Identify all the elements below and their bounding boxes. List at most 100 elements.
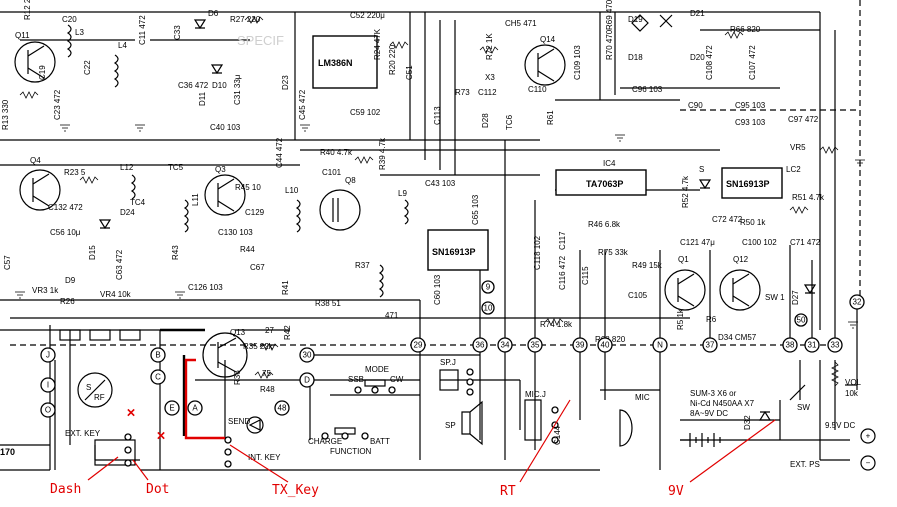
label-x3: X3 [485,73,495,82]
label-c72: C72 472 [712,215,743,224]
left-number-label: 170 [0,447,15,457]
label-l75: 75 [262,369,271,378]
label-l4: L4 [118,41,127,50]
label-c60: C60 103 [433,274,442,305]
q11-label: Q11 [15,31,30,40]
meter-rf-label: RF [94,393,105,402]
label-c22: C22 [83,60,92,75]
cross-mark-lower: × [157,428,166,445]
label-c93: C93 103 [735,118,766,127]
label-r43: R43 [171,245,180,260]
label-c19: C19 [38,65,47,80]
label-r69: R69 470 [605,0,614,30]
label-r26: R26 [60,297,75,306]
sp-jack-label: SP.J [440,358,456,367]
sp-label: SP [445,421,456,430]
label-d28: D28 [481,113,490,128]
ext-ps-label: EXT. PS [790,460,820,469]
label-c126: C126 103 [188,283,223,292]
label-r13: R13 330 [1,99,10,130]
annotations: × × Dash Dot TX_Key RT 9V [50,358,776,499]
label-c43: C43 103 [425,179,456,188]
plus-terminal: + [866,432,871,441]
vol-value-label: 10k [845,389,859,398]
node-9: 9 [486,283,491,292]
label-l12: L12 [120,163,134,172]
node-i: I [47,381,49,390]
annotation-9v: 9V [668,484,684,499]
label-c45: C45 472 [298,89,307,120]
node-b: B [155,351,160,360]
minus-terminal: − [866,459,871,468]
label-r12: R12 20 [23,0,32,20]
label-r50: R50 1k [740,218,766,227]
q12-label: Q12 [733,255,749,264]
node-10: 10 [484,304,493,313]
node-36: 36 [476,341,485,350]
label-c97: C97 472 [788,115,819,124]
ssb-label: SSB [348,375,364,384]
label-c118: C118 102 [533,235,542,270]
node-a: A [192,404,198,413]
label-r73: R73 [455,88,470,97]
label-c121: C121 47μ [680,238,715,247]
label-r75: R75 33k [598,248,629,257]
label-lc2: LC2 [786,165,801,174]
annotation-dot: Dot [146,482,169,497]
ic-ta7063p-label: TA7063P [586,179,623,189]
send-label: SEND [228,417,250,426]
label-d10: D10 [212,81,227,90]
label-r40: R40 4.7k [320,148,353,157]
label-l9: L9 [398,189,407,198]
node-50: 50 [797,316,806,325]
q14-label: Q14 [540,35,556,44]
label-c101: C101 [322,168,342,177]
function-label: FUNCTION [330,447,372,456]
label-c100: C100 102 [742,238,777,247]
ic-right-label: SN16913P [726,179,770,189]
label-l471: 471 [385,311,399,320]
node-j: J [46,351,50,360]
q4-label: Q4 [30,156,41,165]
diodes [98,14,817,431]
label-r23: R23 5 [64,168,86,177]
label-d24: D24 [120,208,135,217]
label-r42: R42 [283,325,292,340]
label-c115: C115 [581,266,590,285]
label-r51: R51 4.7k [792,193,825,202]
label-c112: C112 [478,88,497,97]
label-r37: R37 [355,261,370,270]
ic-sn16913p-label: SN16913P [432,247,476,257]
mic-jack-label: MIC.J [525,390,546,399]
mode-label: MODE [365,365,389,374]
node-33: 33 [831,341,840,350]
label-d9: D9 [65,276,76,285]
label-tc6: TC6 [505,114,514,130]
label-tc5: TC5 [168,163,184,172]
label-c59: C59 102 [350,108,381,117]
node-n: N [657,341,663,350]
node-39: 39 [576,341,585,350]
charge-label: CHARGE [308,437,342,446]
mic-label: MIC [635,393,650,402]
label-c33: C33 [173,25,182,40]
label-r27: R27 220 [230,15,261,24]
component-labels: R12 20 C20 L3 C19 R13 330 C23 472 L4 C22… [1,0,825,394]
label-vr4: VR4 10k [100,290,132,299]
label-ch5: CH5 471 [505,19,537,28]
label-d34: D34 CM57 [718,333,757,342]
label-vr3: VR3 1k [32,286,59,295]
label-vr5: VR5 [790,143,806,152]
node-d: D [304,376,310,385]
label-c113: C113 [433,106,442,125]
node-o: O [45,406,51,415]
label-d20: D20 [690,53,705,62]
wiring [0,0,861,471]
batt-label: BATT [370,437,390,446]
q8-label: Q8 [345,176,356,185]
label-r72: R72 1K [485,33,494,60]
label-c65: C65 103 [471,194,480,225]
annotation-tx-key: TX_Key [272,483,319,498]
label-r46: R46 6.8k [588,220,621,229]
label-r74: R74 1.8k [540,320,573,329]
